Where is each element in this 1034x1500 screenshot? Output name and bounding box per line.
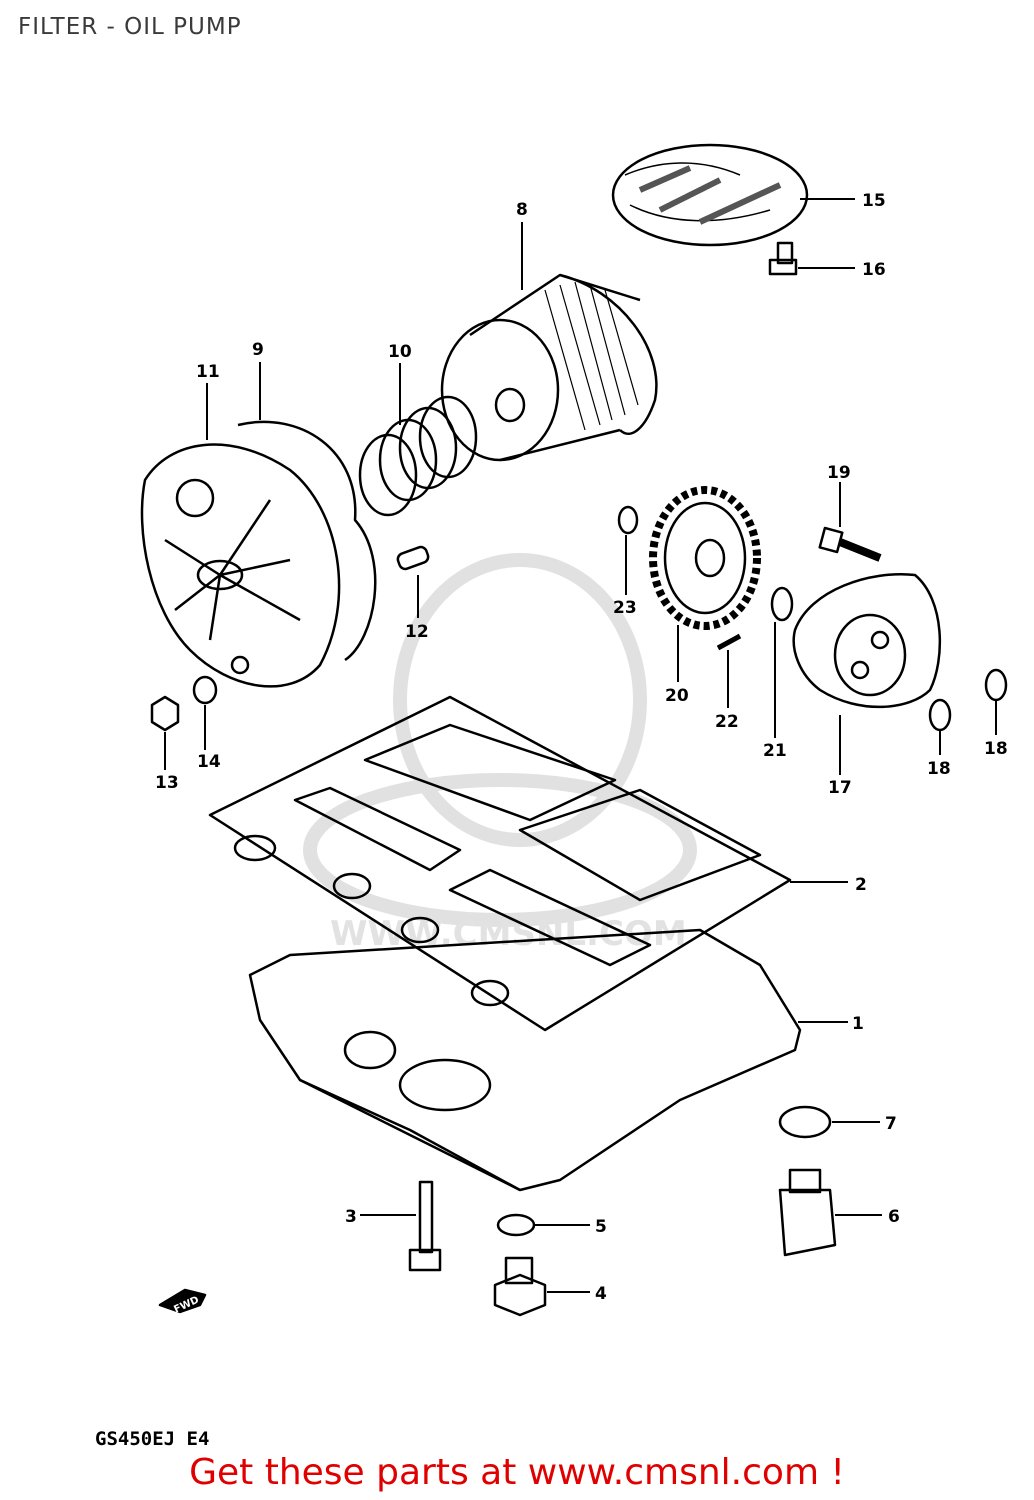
part-label: 2	[855, 875, 867, 895]
part-label: 23	[613, 598, 637, 618]
page-title: FILTER - OIL PUMP	[18, 14, 242, 40]
part-18-washer-b	[984, 668, 1008, 702]
part-19-bolt	[818, 526, 882, 562]
part-14-washer	[192, 675, 218, 705]
part-3-bolt	[408, 1180, 442, 1272]
part-13-nut	[150, 695, 180, 732]
part-label: 1	[852, 1014, 864, 1034]
part-4-drain-plug	[493, 1256, 547, 1317]
part-label: 21	[763, 741, 787, 761]
part-15-disc	[611, 143, 809, 247]
part-18-washer-a	[928, 698, 952, 732]
part-label: 17	[828, 778, 852, 798]
part-label: 8	[516, 200, 528, 220]
part-5-gasket	[496, 1213, 536, 1237]
part-1-oil-pan	[248, 928, 802, 1192]
part-label: 20	[665, 686, 689, 706]
model-code: GS450EJ E4	[95, 1428, 210, 1450]
part-label: 13	[155, 773, 179, 793]
cta-link[interactable]: Get these parts at www.cmsnl.com !	[189, 1452, 845, 1493]
part-20-gear	[649, 486, 761, 630]
part-8-oil-filter	[440, 273, 658, 462]
part-labels: 1 2 3 4 5 6 7 8 9 10 11 12 13 14 15 16 1…	[155, 191, 1008, 1316]
part-label: 7	[885, 1114, 897, 1134]
part-21-washer	[770, 586, 794, 622]
part-6-switch	[778, 1168, 837, 1257]
leader-lines	[164, 198, 997, 1293]
part-17-oil-pump	[792, 573, 942, 709]
part-label: 18	[927, 759, 951, 779]
part-label: 5	[595, 1217, 607, 1237]
part-label: 10	[388, 342, 412, 362]
part-12-dowel-pin	[396, 545, 430, 571]
part-23-circlip	[617, 505, 639, 535]
part-9-o-ring	[237, 420, 377, 662]
part-label: 4	[595, 1284, 607, 1304]
part-10-spring	[358, 395, 478, 517]
watermark	[303, 553, 697, 927]
part-7-o-ring	[778, 1105, 832, 1139]
part-label: 3	[345, 1207, 357, 1227]
part-label: 6	[888, 1207, 900, 1227]
part-22-pin	[716, 633, 742, 651]
part-2-gasket	[208, 695, 792, 1032]
part-label: 18	[984, 739, 1008, 759]
part-label: 11	[196, 362, 220, 382]
fwd-arrow-icon	[158, 1288, 207, 1314]
part-label: 16	[862, 260, 886, 280]
part-label: 22	[715, 712, 739, 732]
part-label: 14	[197, 752, 221, 772]
part-label: 19	[827, 463, 851, 483]
part-label: 12	[405, 622, 429, 642]
part-11-filter-cover	[140, 443, 341, 688]
part-16-bolt	[768, 241, 798, 276]
part-label: 9	[252, 340, 264, 360]
part-label: 15	[862, 191, 886, 211]
